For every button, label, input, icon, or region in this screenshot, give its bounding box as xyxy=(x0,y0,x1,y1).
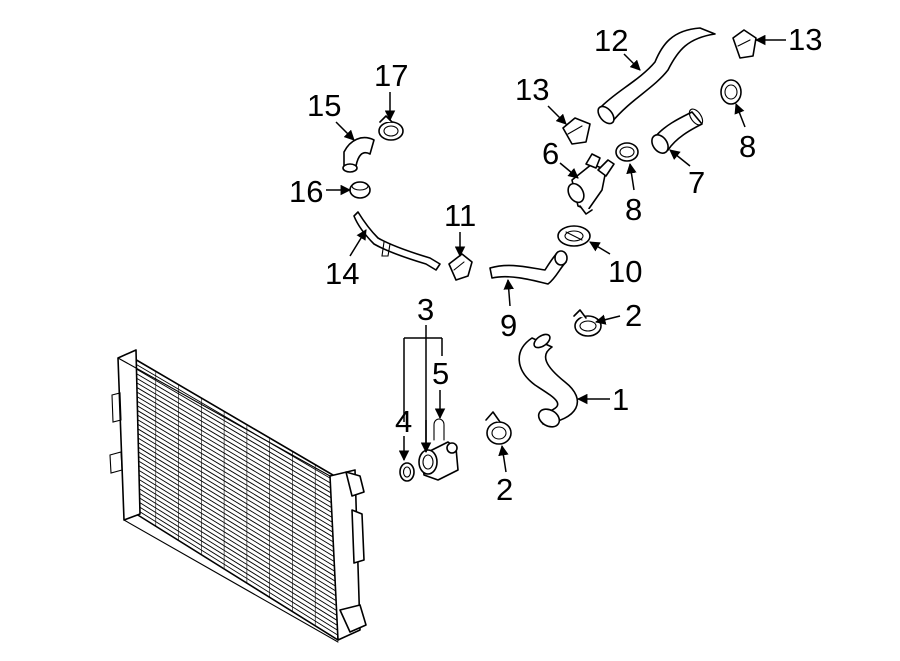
part-5-retaining-clip xyxy=(433,418,445,441)
part-4-o-ring xyxy=(399,462,415,482)
radiator-fin-line xyxy=(132,448,339,574)
callout-labels: 1 2 2 3 4 5 6 7 8 8 9 10 11 12 13 13 14 … xyxy=(289,22,822,507)
callout-5: 5 xyxy=(432,356,449,391)
radiator-fin-line xyxy=(132,434,339,560)
radiator-fin-line xyxy=(132,507,339,636)
leader-7 xyxy=(669,149,691,167)
part-13-bracket-center xyxy=(562,117,591,145)
callout-2b: 2 xyxy=(496,472,513,507)
leader-6 xyxy=(559,162,579,179)
part-11-bracket xyxy=(448,253,473,281)
radiator-fin-line xyxy=(132,479,339,608)
radiator xyxy=(109,349,367,643)
radiator-fin-line xyxy=(132,421,339,546)
callout-1: 1 xyxy=(612,382,629,417)
leader-2a xyxy=(594,314,621,325)
part-17-hose-clamp xyxy=(378,115,404,141)
part-13-bracket-right xyxy=(732,29,757,59)
leader-13a xyxy=(547,105,567,125)
leader-15 xyxy=(335,121,355,141)
callout-10: 10 xyxy=(608,254,642,289)
callout-9: 9 xyxy=(500,308,517,343)
radiator-fin-line xyxy=(132,466,339,593)
radiator-fin-line xyxy=(132,407,339,531)
part-7-hose xyxy=(651,108,704,154)
callout-8a: 8 xyxy=(625,192,642,227)
radiator-fin-line xyxy=(132,393,339,517)
part-2-hose-clamp-lower xyxy=(485,411,512,445)
radiator-fin-line xyxy=(132,402,339,527)
leader-10 xyxy=(589,241,611,255)
radiator-fin-line xyxy=(132,502,339,631)
radiator-fin-line xyxy=(132,443,339,569)
radiator-fin-line xyxy=(132,470,339,598)
radiator-fin-line xyxy=(132,488,339,617)
leader-9 xyxy=(503,278,514,307)
part-9-coolant-hose xyxy=(489,250,568,285)
callout-14: 14 xyxy=(325,256,359,291)
radiator-fin-line xyxy=(132,416,339,541)
callout-16: 16 xyxy=(289,174,323,209)
callout-2a: 2 xyxy=(625,298,642,333)
radiator-fin-line xyxy=(132,430,339,555)
leader-8a xyxy=(626,162,637,191)
part-2-hose-clamp-upper xyxy=(573,309,602,337)
part-16-cap xyxy=(349,181,371,199)
part-8-hose-clamp-right xyxy=(720,79,742,105)
leader-lines xyxy=(326,34,786,473)
callout-15: 15 xyxy=(307,88,341,123)
leader-2b xyxy=(498,444,509,473)
leader-14 xyxy=(349,229,367,257)
radiator-fin-line xyxy=(132,425,339,550)
callout-8b: 8 xyxy=(739,129,756,164)
callout-3: 3 xyxy=(417,292,434,327)
radiator-fin-line xyxy=(132,371,339,493)
part-14-coolant-pipe xyxy=(353,211,441,271)
radiator-fin-line xyxy=(132,484,339,612)
callout-13a: 13 xyxy=(515,72,549,107)
part-6-coolant-flange-housing xyxy=(567,153,615,215)
radiator-fin-line xyxy=(132,366,339,488)
radiator-fin-line xyxy=(132,461,339,588)
radiator-fin-line xyxy=(132,362,339,484)
radiator-fin-line xyxy=(132,475,339,603)
callout-4: 4 xyxy=(395,404,412,439)
leader-8b xyxy=(734,103,746,128)
callout-17: 17 xyxy=(374,58,408,93)
radiator-fins xyxy=(132,362,339,636)
radiator-fin-line xyxy=(132,411,339,536)
part-12-upper-hose xyxy=(597,27,716,125)
callout-13b: 13 xyxy=(788,22,822,57)
leader-12 xyxy=(623,53,641,71)
part-3-coolant-flange xyxy=(418,441,459,481)
radiator-fin-line xyxy=(132,452,339,579)
radiator-fin-line xyxy=(132,375,339,498)
radiator-fin-line xyxy=(132,498,339,627)
radiator-fin-line xyxy=(132,398,339,522)
part-8-hose-clamp-center xyxy=(615,142,639,162)
leader-3 xyxy=(403,325,443,452)
callout-11: 11 xyxy=(444,198,476,233)
callout-6: 6 xyxy=(542,136,559,171)
part-15-bypass-hose xyxy=(342,136,375,173)
part-10-filler-cap xyxy=(557,225,591,247)
radiator-fin-line xyxy=(132,389,339,512)
callout-12: 12 xyxy=(594,23,628,58)
radiator-fin-line xyxy=(132,439,339,565)
radiator-fin-line xyxy=(132,384,339,507)
part-1-lower-hose xyxy=(518,333,579,428)
radiator-fin-line xyxy=(132,493,339,622)
radiator-fin-line xyxy=(132,380,339,503)
radiator-fin-line xyxy=(132,457,339,584)
callout-7: 7 xyxy=(688,165,705,200)
